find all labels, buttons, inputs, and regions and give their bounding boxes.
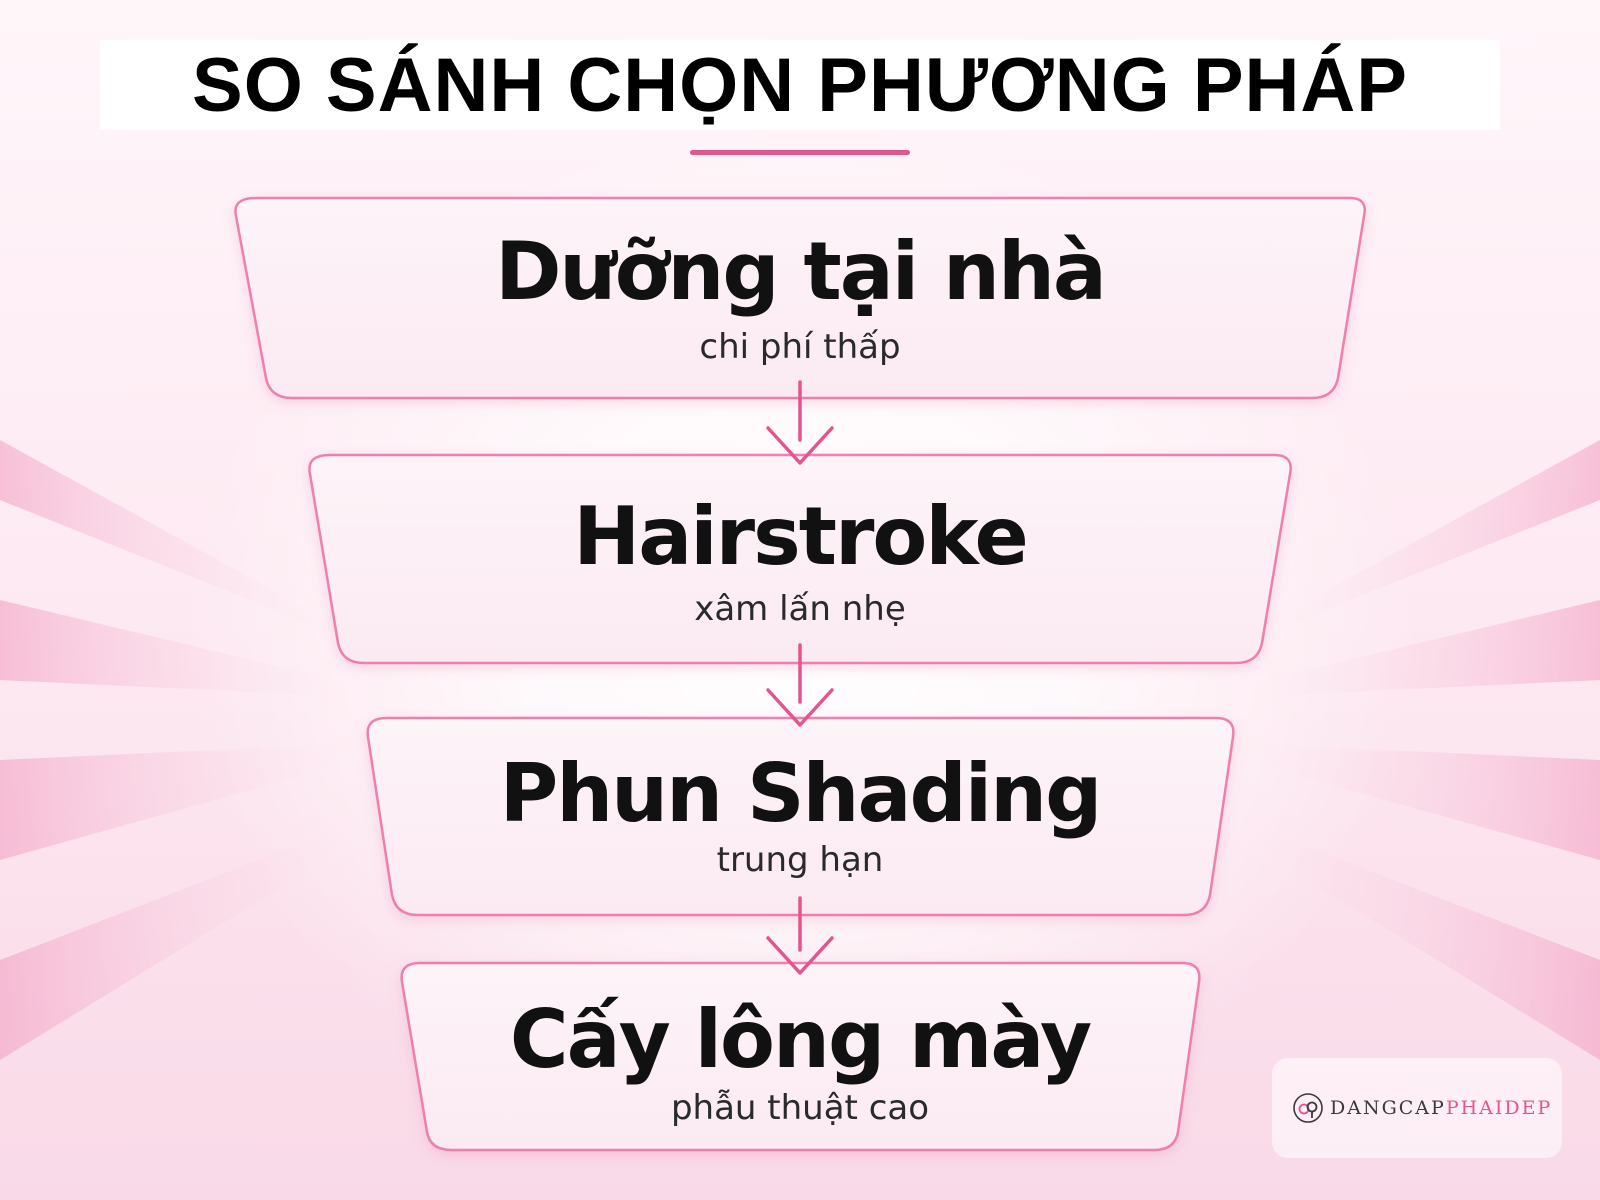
dangcapphaidep-logo-icon bbox=[1293, 1093, 1323, 1123]
logo-text: DANGCAPPHAIDEP bbox=[1330, 1097, 1552, 1119]
step-3-label: Phun Shading bbox=[499, 747, 1103, 840]
step-2-label: Hairstroke bbox=[573, 490, 1028, 583]
step-box-3 bbox=[366, 716, 1235, 917]
arrow-3 bbox=[766, 896, 834, 975]
step-box-4 bbox=[400, 961, 1201, 1152]
step-4-sublabel: phẫu thuật cao bbox=[670, 1088, 930, 1128]
logo-text-part1: DANGCAP bbox=[1330, 1097, 1446, 1119]
title-banner: SO SÁNH CHỌN PHƯƠNG PHÁP bbox=[100, 40, 1500, 130]
step-3-sublabel: trung hạn bbox=[716, 840, 884, 880]
step-1-sublabel: chi phí thấp bbox=[699, 327, 901, 367]
step-4-label: Cấy lông mày bbox=[509, 993, 1092, 1086]
arrow-2 bbox=[766, 643, 834, 727]
step-1-label: Dưỡng tại nhà bbox=[495, 225, 1107, 318]
step-2-sublabel: xâm lấn nhẹ bbox=[694, 589, 906, 629]
logo-text-part2: PHAIDEP bbox=[1445, 1097, 1553, 1119]
title-underline bbox=[690, 150, 910, 155]
arrow-1 bbox=[766, 380, 834, 465]
step-box-2 bbox=[308, 453, 1292, 665]
page-title: SO SÁNH CHỌN PHƯƠNG PHÁP bbox=[192, 42, 1408, 128]
brand-logo: DANGCAPPHAIDEP bbox=[1272, 1058, 1562, 1158]
step-box-1 bbox=[234, 196, 1366, 400]
